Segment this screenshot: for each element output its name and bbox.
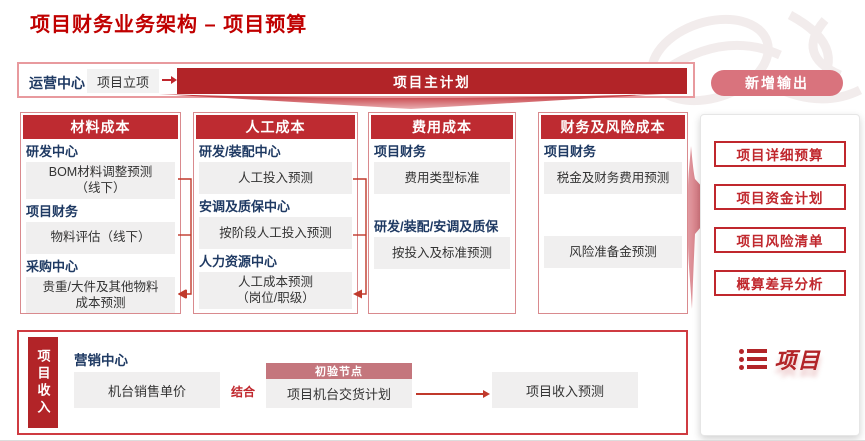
arrow-right-icon	[162, 76, 177, 84]
center-label: 研发/装配中心	[199, 144, 281, 159]
master-plan-bar: 项目主计划	[177, 68, 687, 94]
center-label: 项目财务	[544, 144, 597, 159]
delivery-plan-box: 项目机台交货计划	[266, 379, 412, 408]
center-label: 人力资源中心	[199, 254, 278, 269]
task-box: 按阶段人工投入预测	[199, 217, 352, 249]
finance-risk-cost-header: 财务及风险成本	[541, 115, 685, 139]
labor-cost-header: 人工成本	[196, 115, 355, 139]
arrow-right-icon	[416, 389, 490, 398]
center-label: 研发/装配/安调及质保	[374, 219, 499, 234]
product-logo: 项目	[701, 343, 859, 375]
output-variance-analysis: 概算差异分析	[714, 270, 846, 296]
output-detailed-budget: 项目详细预算	[714, 141, 846, 167]
task-box: 税金及财务费用预测	[544, 162, 682, 194]
expense-cost-column: 费用成本 项目财务 费用类型标准 研发/装配/安调及质保 按投入及标准预测	[368, 112, 516, 314]
down-chevron-icon	[159, 94, 663, 109]
center-label: 采购中心	[26, 258, 79, 274]
list-icon	[739, 348, 768, 370]
task-box: 风险准备金预测	[544, 236, 682, 268]
material-cost-column: 材料成本 研发中心 BOM材料调整预测 （线下） 项目财务 物料评估（线下） 采…	[20, 112, 181, 314]
center-label: 安调及质保中心	[199, 199, 291, 214]
output-risk-list: 项目风险清单	[714, 227, 846, 253]
material-cost-header: 材料成本	[23, 115, 178, 139]
outputs-panel: 项目详细预算 项目资金计划 项目风险清单 概算差异分析 项目	[700, 114, 860, 436]
task-box: 人工投入预测	[199, 162, 352, 194]
task-box: 费用类型标准	[374, 162, 510, 194]
operations-center-label: 运营中心	[29, 75, 85, 91]
operations-flow-container: 运营中心 项目立项 项目主计划	[17, 62, 695, 98]
project-initiation-box: 项目立项	[87, 69, 159, 93]
unit-price-box: 机台销售单价	[74, 372, 220, 408]
page-title: 项目财务业务架构 – 项目预算	[30, 14, 308, 36]
revenue-forecast-box: 项目收入预测	[492, 372, 638, 408]
combine-label: 结合	[231, 385, 256, 399]
marketing-center-label: 营销中心	[74, 353, 128, 368]
task-box: 人工成本预测 （岗位/职级）	[199, 272, 352, 309]
task-box: 物料评估（线下）	[26, 221, 175, 254]
logo-text: 项目	[774, 348, 821, 373]
task-box: 贵重/大件及其他物料 成本预测	[26, 276, 175, 313]
acceptance-node-header: 初验节点	[266, 363, 412, 379]
task-box: 按投入及标准预测	[374, 237, 510, 269]
finance-risk-cost-column: 财务及风险成本 项目财务 税金及财务费用预测 风险准备金预测	[538, 112, 688, 314]
expense-cost-header: 费用成本	[371, 115, 513, 139]
labor-cost-column: 人工成本 研发/装配中心 人工投入预测 安调及质保中心 按阶段人工投入预测 人力…	[193, 112, 358, 314]
center-label: 项目财务	[374, 144, 427, 159]
output-fund-plan: 项目资金计划	[714, 184, 846, 210]
center-label: 项目财务	[26, 203, 79, 219]
center-label: 研发中心	[26, 144, 79, 159]
project-revenue-section: 项目收入 营销中心 机台销售单价 结合 初验节点 项目机台交货计划 项目收入预测	[17, 330, 688, 435]
revenue-side-label: 项目收入	[28, 337, 58, 428]
new-output-button[interactable]: 新增输出	[711, 70, 843, 96]
task-box: BOM材料调整预测 （线下）	[26, 162, 175, 199]
